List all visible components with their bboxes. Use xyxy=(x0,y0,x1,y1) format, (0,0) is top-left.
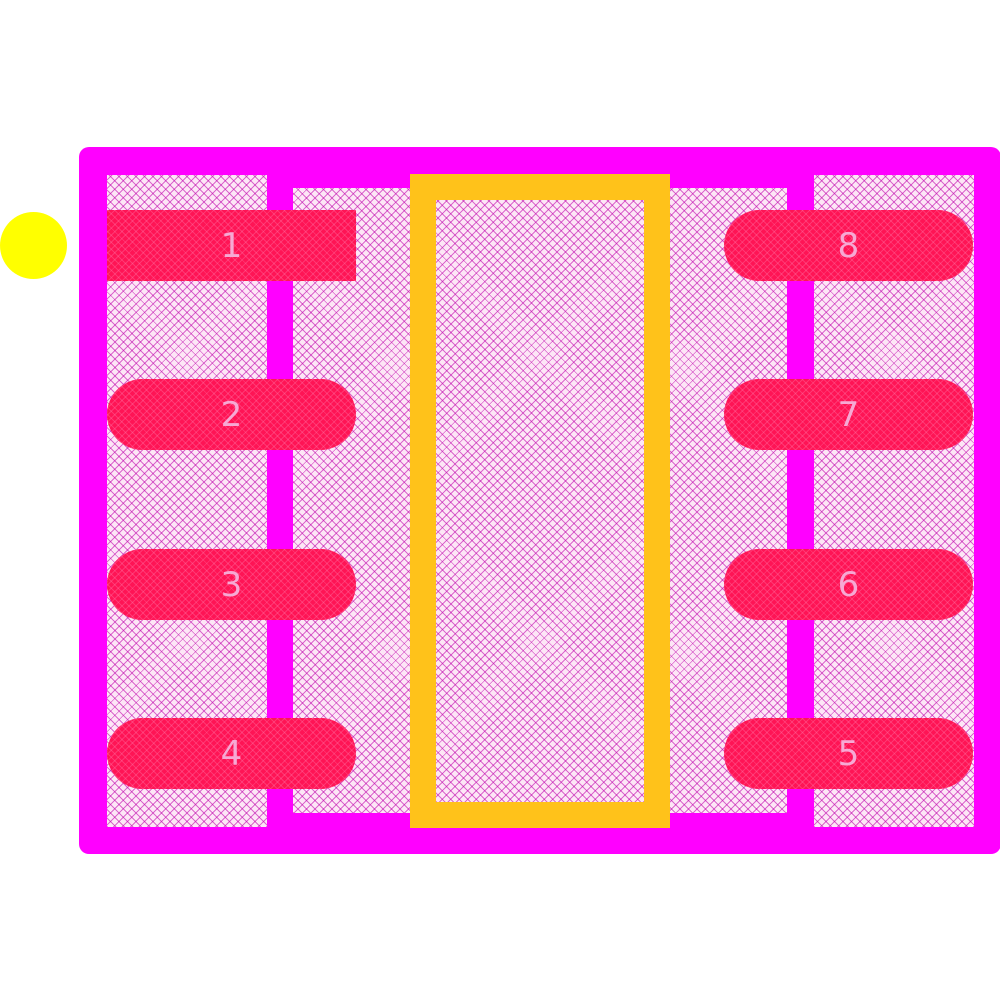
pad-3-label: 3 xyxy=(220,564,243,605)
pin1-marker xyxy=(0,212,67,279)
pad-5-label: 5 xyxy=(837,733,860,774)
package-body-fill xyxy=(436,200,644,802)
package-body-outline xyxy=(410,174,670,828)
pad-8[interactable]: 8 xyxy=(724,210,973,281)
pad-8-label: 8 xyxy=(837,225,860,266)
pad-6[interactable]: 6 xyxy=(724,549,973,620)
pad-3[interactable]: 3 xyxy=(107,549,356,620)
pad-2-label: 2 xyxy=(220,394,243,435)
pad-4[interactable]: 4 xyxy=(107,718,356,789)
pad-2[interactable]: 2 xyxy=(107,379,356,450)
pad-6-label: 6 xyxy=(837,564,860,605)
pad-5[interactable]: 5 xyxy=(724,718,973,789)
pad-7-label: 7 xyxy=(837,394,860,435)
pad-1[interactable]: 1 xyxy=(107,210,356,281)
pad-1-label: 1 xyxy=(220,225,243,266)
pad-4-label: 4 xyxy=(220,733,243,774)
pad-7[interactable]: 7 xyxy=(724,379,973,450)
